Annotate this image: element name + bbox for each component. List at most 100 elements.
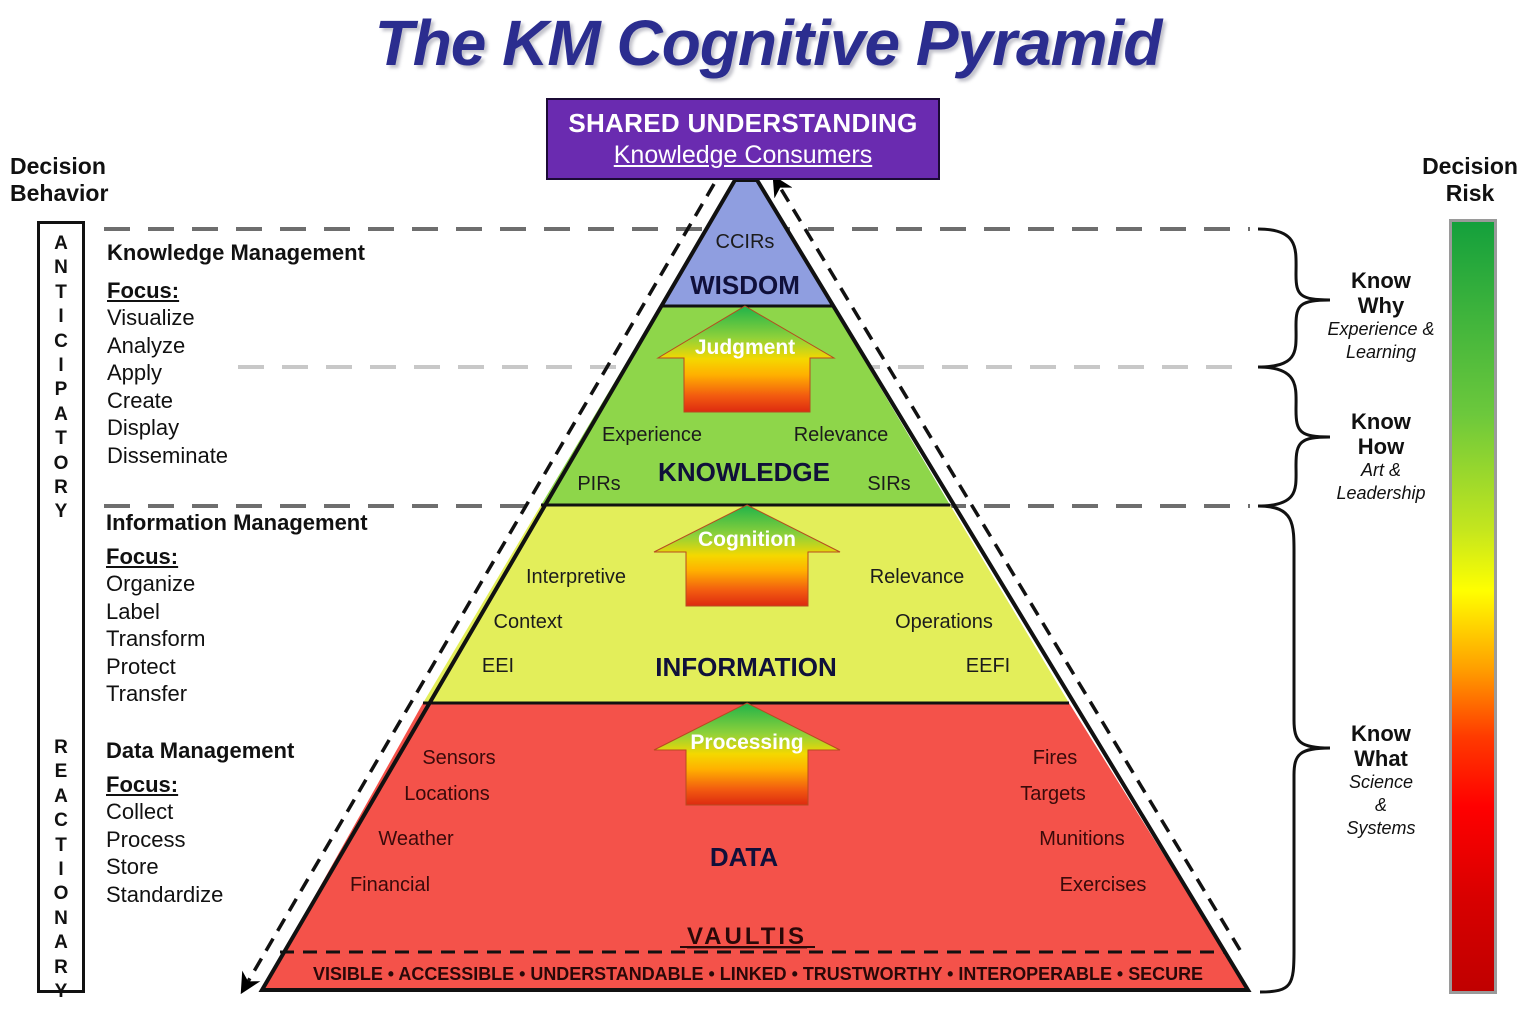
scale-letter: T xyxy=(55,281,67,303)
scale-letter: Y xyxy=(54,981,68,1003)
know-why: Know Why Experience & Learning xyxy=(1311,268,1451,364)
decision-risk-header: Decision Risk xyxy=(1418,153,1522,207)
focus-item: Visualize xyxy=(107,305,195,330)
knowledge-consumers-label: Knowledge Consumers xyxy=(613,141,873,169)
focus-item: Analyze xyxy=(107,332,186,358)
focus-item: Protect xyxy=(106,653,176,679)
focus-item: Store xyxy=(106,854,159,879)
layer-name-knowledge: KNOWLEDGE xyxy=(658,457,830,487)
label-experience: Experience xyxy=(602,424,702,446)
decision-risk-line2: Risk xyxy=(1445,180,1495,206)
km-focus-label: Focus: xyxy=(107,278,180,303)
layer-wisdom xyxy=(660,180,832,306)
focus-item: Process xyxy=(106,826,186,852)
label-exercises: Exercises xyxy=(1060,874,1147,896)
label-targets: Targets xyxy=(1020,783,1086,805)
know-why-sub2: Learning xyxy=(1345,342,1417,362)
know-how-title1: Know xyxy=(1351,409,1411,434)
label-sirs: SIRs xyxy=(867,473,910,495)
focus-item: Apply xyxy=(107,360,163,385)
scale-letter: C xyxy=(54,330,68,352)
decision-risk-gradient-bar xyxy=(1449,219,1497,994)
scale-letter: P xyxy=(54,379,68,401)
label-relevance-k: Relevance xyxy=(794,424,889,446)
decision-behavior-header: Decision Behavior xyxy=(10,153,108,207)
scale-letter: A xyxy=(54,932,68,954)
diagram-title: The KM Cognitive Pyramid xyxy=(374,7,1163,79)
label-locations: Locations xyxy=(404,783,490,805)
processing-arrow: Processing xyxy=(653,702,841,806)
know-why-title2: Why xyxy=(1357,293,1405,318)
know-what-title2: What xyxy=(1354,746,1408,771)
scale-letter: Y xyxy=(54,501,68,523)
label-fires: Fires xyxy=(1033,747,1077,769)
scale-letter: R xyxy=(54,477,68,499)
judgment-arrow: Judgment xyxy=(656,305,836,413)
know-what-title1: Know xyxy=(1351,721,1411,746)
label-pirs: PIRs xyxy=(577,473,620,495)
layer-name-data: DATA xyxy=(710,842,779,872)
scale-letter: T xyxy=(55,834,67,856)
layer-data xyxy=(262,703,1248,990)
focus-item: Collect xyxy=(106,799,174,824)
cognition-arrow: Cognition xyxy=(653,504,841,607)
label-eefi: EEFI xyxy=(966,655,1010,677)
know-what: Know What Science & Systems xyxy=(1311,721,1451,840)
focus-item: Transfer xyxy=(106,681,188,706)
focus-item: Transform xyxy=(106,626,206,651)
know-what-sub1: Science xyxy=(1348,772,1414,792)
label-eei: EEI xyxy=(482,655,514,677)
vaultis-title: VAULTIS xyxy=(687,923,807,950)
label-relevance-i: Relevance xyxy=(870,566,965,588)
know-how-sub2: Leadership xyxy=(1336,483,1426,503)
decision-behavior-line2: Behavior xyxy=(10,180,109,206)
scale-letter: R xyxy=(54,737,68,758)
know-how: Know How Art & Leadership xyxy=(1311,409,1451,505)
label-weather: Weather xyxy=(378,828,454,850)
label-interpretive: Interpretive xyxy=(526,566,626,588)
scale-letter: I xyxy=(58,859,64,881)
label-ccirs: CCIRs xyxy=(716,231,775,253)
scale-letter: A xyxy=(54,785,68,807)
scale-letter: I xyxy=(58,306,64,328)
scale-letter: A xyxy=(54,233,68,254)
brace-know-why xyxy=(1257,227,1331,369)
focus-item: Label xyxy=(106,598,160,624)
scale-letter: C xyxy=(54,810,68,832)
brace-know-what xyxy=(1257,504,1331,994)
layer-name-information: INFORMATION xyxy=(655,652,837,682)
label-operations: Operations xyxy=(895,611,993,633)
pyramid-outline xyxy=(258,178,1252,992)
vaultis-attributes: VISIBLE • ACCESSIBLE • UNDERSTANDABLE • … xyxy=(313,964,1203,984)
km-title: Knowledge Management xyxy=(107,240,365,265)
know-how-title2: How xyxy=(1357,434,1405,459)
scale-letter: A xyxy=(54,403,68,425)
decision-behavior-line1: Decision xyxy=(10,153,106,179)
label-context: Context xyxy=(494,611,563,633)
know-how-sub1: Art & xyxy=(1360,460,1401,480)
scale-letter: R xyxy=(54,956,68,978)
flow-down-arrow xyxy=(240,183,716,995)
scale-letter: O xyxy=(53,883,69,905)
im-title: Information Management xyxy=(106,510,368,535)
arrow-label-cognition: Cognition xyxy=(698,528,796,551)
scale-letter: T xyxy=(55,428,67,450)
shared-understanding-title: SHARED UNDERSTANDING xyxy=(568,108,918,138)
focus-item: Disseminate xyxy=(107,442,229,468)
dm-title: Data Management xyxy=(106,738,295,763)
layer-name-wisdom: WISDOM xyxy=(690,270,800,300)
know-what-sub3: Systems xyxy=(1346,818,1416,838)
focus-item: Organize xyxy=(106,571,196,596)
decision-risk-line1: Decision xyxy=(1422,153,1518,179)
focus-item: Standardize xyxy=(106,881,224,907)
flow-up-arrow xyxy=(772,175,1242,951)
